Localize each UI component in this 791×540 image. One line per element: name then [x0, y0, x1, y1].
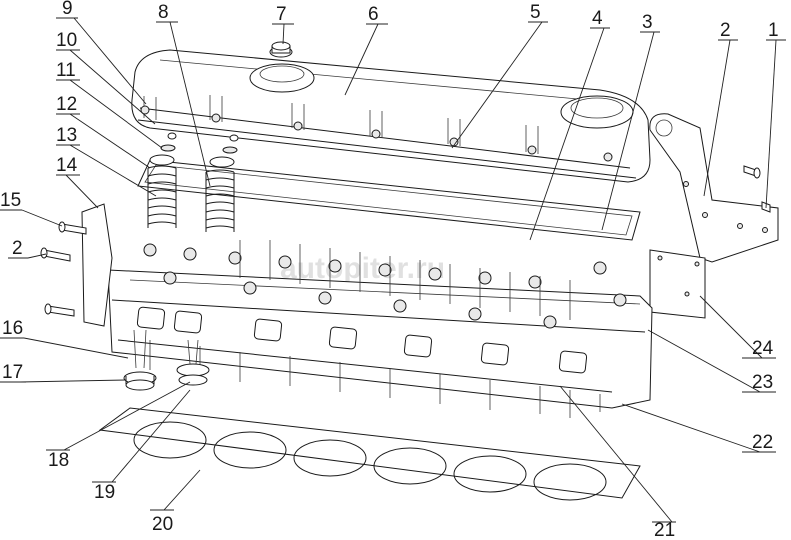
callout-3: 3 — [642, 12, 653, 33]
callout-20: 20 — [152, 514, 173, 535]
lifting-bracket — [649, 113, 779, 263]
valve-cover — [131, 49, 651, 183]
callout-6: 6 — [368, 4, 379, 25]
side-plate — [649, 249, 706, 319]
callout-2-bracket: 2 — [720, 20, 731, 41]
callout-24: 24 — [752, 338, 774, 359]
callout-21: 21 — [654, 520, 675, 540]
callout-4: 4 — [592, 8, 603, 29]
cylinder-head — [107, 240, 653, 418]
oil-filler-cap — [269, 41, 293, 58]
callout-2-bolt: 2 — [12, 238, 23, 259]
head-gasket — [98, 407, 641, 501]
callout-14: 14 — [56, 155, 78, 176]
valve-springs — [147, 132, 239, 232]
leader-lines — [0, 17, 786, 523]
callout-8: 8 — [158, 2, 169, 23]
callout-12: 12 — [56, 94, 77, 115]
callout-18: 18 — [48, 450, 69, 471]
valve-cover-gasket — [137, 159, 641, 241]
callout-7: 7 — [276, 4, 287, 25]
callout-13: 13 — [56, 125, 77, 146]
callout-17: 17 — [2, 362, 23, 383]
callout-19: 19 — [94, 482, 115, 503]
callout-9: 9 — [62, 0, 73, 19]
callout-22: 22 — [752, 432, 773, 453]
callout-16: 16 — [2, 318, 23, 339]
callout-5: 5 — [530, 2, 541, 23]
callout-15: 15 — [0, 190, 21, 211]
callout-11: 11 — [56, 60, 76, 81]
valves — [123, 329, 210, 391]
front-plate — [81, 203, 113, 327]
callout-1: 1 — [768, 20, 779, 41]
callout-23: 23 — [752, 372, 773, 393]
callout-10: 10 — [56, 30, 77, 51]
plate-bolts — [40, 221, 87, 317]
